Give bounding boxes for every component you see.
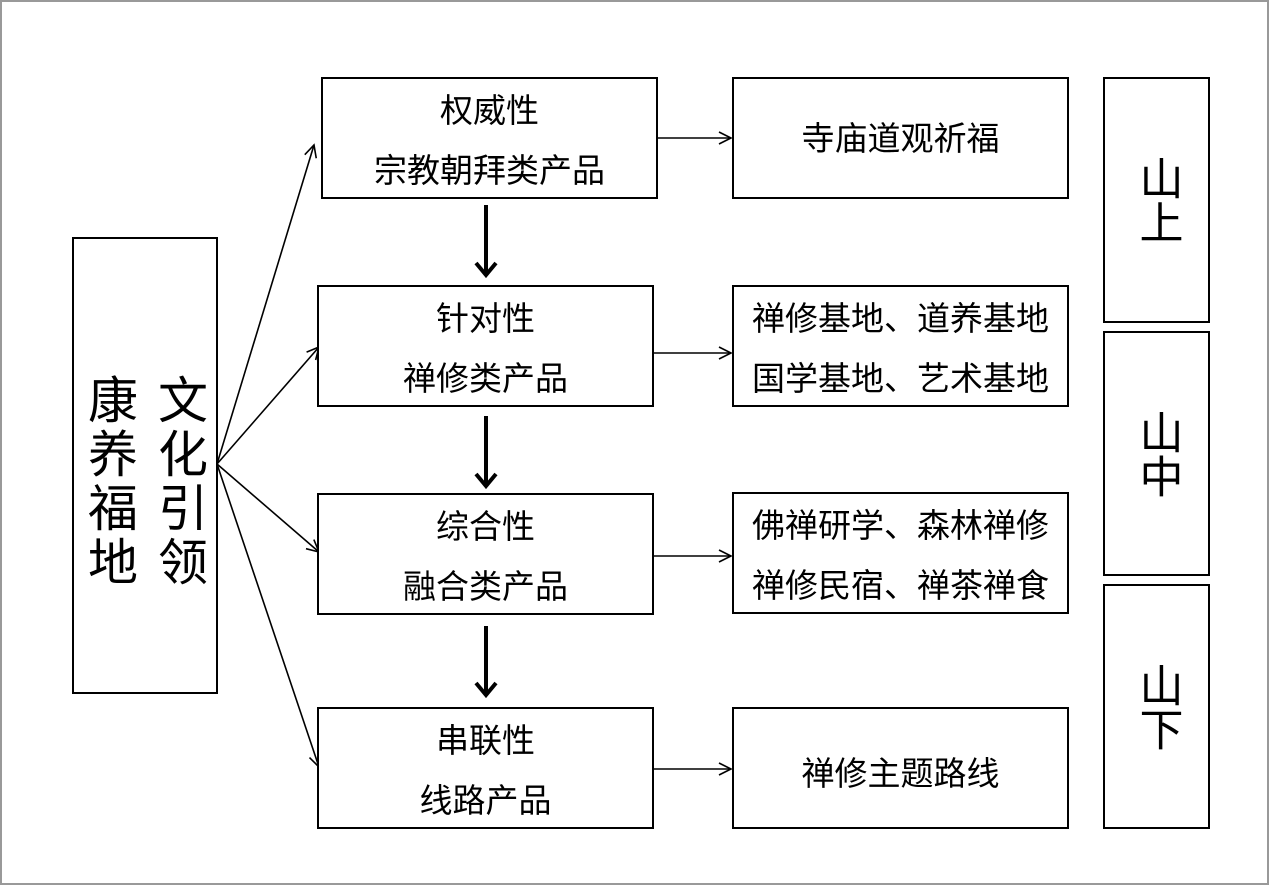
zone-box-top: 山上: [1103, 77, 1210, 323]
product-name: 宗教朝拜类产品: [374, 151, 605, 190]
detail-line: 禅修基地、道养基地: [752, 299, 1049, 338]
root-to-product-1-arrow: [216, 143, 318, 465]
root-to-product-4-arrow: [216, 463, 322, 769]
root-box: 文化引领 康养福地: [72, 237, 218, 694]
product-box: 权威性 宗教朝拜类产品: [321, 77, 658, 199]
product-name: 禅修类产品: [403, 359, 568, 398]
product-box: 串联性 线路产品: [317, 707, 654, 829]
product-name: 融合类产品: [403, 567, 568, 606]
detail-line: 佛禅研学、森林禅修: [752, 506, 1049, 545]
zone-label: 山中: [1131, 409, 1183, 498]
zone-box-middle: 山中: [1103, 331, 1210, 576]
root-to-product-3-arrow: [216, 463, 321, 554]
root-to-product-2-arrow: [216, 345, 321, 465]
product-type: 综合性: [436, 507, 535, 546]
product-name: 线路产品: [419, 781, 552, 820]
detail-line: 禅修主题路线: [801, 754, 1000, 793]
detail-box: 寺庙道观祈福: [732, 77, 1069, 199]
root-col-wellness: 康养福地: [80, 374, 138, 590]
product-box: 综合性 融合类产品: [317, 493, 654, 615]
detail-box: 禅修主题路线: [732, 707, 1069, 829]
detail-line: 国学基地、艺术基地: [752, 359, 1049, 398]
root-col-culture: 文化引领: [150, 374, 208, 590]
product-type: 针对性: [436, 299, 535, 338]
product-type: 权威性: [440, 91, 539, 130]
detail-line: 禅修民宿、禅茶禅食: [752, 566, 1049, 605]
detail-box: 佛禅研学、森林禅修 禅修民宿、禅茶禅食: [732, 492, 1069, 614]
zone-label: 山下: [1131, 662, 1183, 751]
detail-line: 寺庙道观祈福: [801, 119, 1000, 158]
zone-label: 山上: [1131, 156, 1183, 244]
detail-box: 禅修基地、道养基地 国学基地、艺术基地: [732, 285, 1069, 407]
product-box: 针对性 禅修类产品: [317, 285, 654, 407]
product-type: 串联性: [436, 721, 535, 760]
zone-box-bottom: 山下: [1103, 584, 1210, 829]
